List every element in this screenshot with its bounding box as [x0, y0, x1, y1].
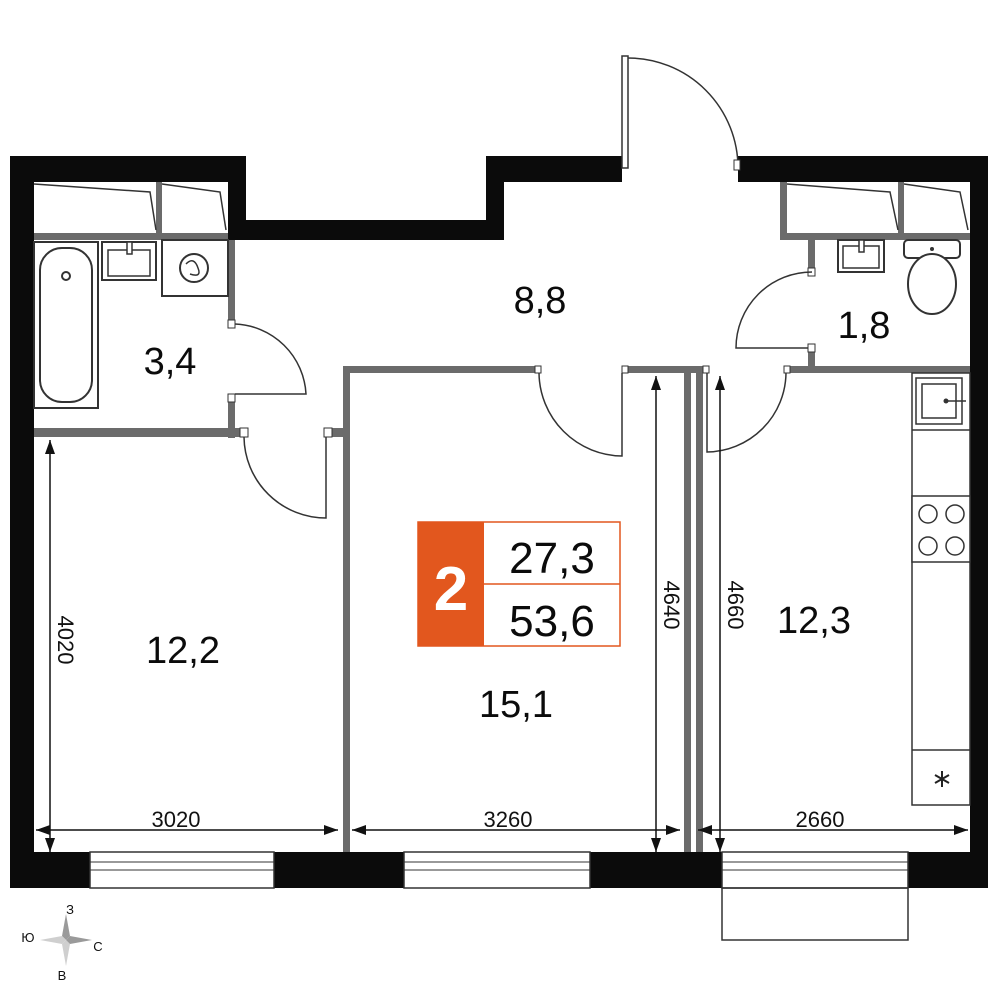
dim-living-depth: 4640: [659, 581, 684, 630]
window-kitchen: [721, 851, 909, 889]
toilet-door: [735, 267, 816, 353]
living-door: [534, 365, 629, 457]
windows: [89, 851, 909, 941]
dim-kitchen-depth: 4660: [723, 581, 748, 630]
badge-living-area: 27,3: [509, 534, 595, 583]
bathroom-sink: [101, 241, 157, 281]
toilet-bowl: [903, 239, 961, 315]
bathtub: [33, 241, 99, 409]
room-area-bedroom: 12,2: [146, 630, 220, 672]
snowflake-icon: [934, 771, 950, 787]
dim-kitchen-width: 2660: [796, 807, 845, 832]
kitchen-sink: [915, 377, 966, 425]
room-area-kitchen: 12,3: [777, 600, 851, 642]
compass-east: С: [93, 939, 102, 954]
room-area-toilet: 1,8: [838, 305, 891, 347]
dim-bedroom-width: 3020: [152, 807, 201, 832]
compass-west: Ю: [21, 930, 34, 945]
exterior-walls: [10, 156, 988, 888]
area-badge: 2 27,3 53,6: [417, 521, 621, 647]
washing-machine: [161, 239, 229, 297]
hob-icon: [911, 495, 971, 563]
room-area-hall: 8,8: [514, 280, 567, 322]
compass-icon: З В С Ю: [21, 902, 102, 983]
room-area-living: 15,1: [479, 684, 553, 726]
dim-bedroom-depth: 4020: [53, 616, 78, 665]
compass-south: В: [58, 968, 67, 983]
kitchen-door: [702, 365, 791, 453]
bathroom-door: [227, 319, 307, 403]
entrance-door: [621, 55, 741, 171]
interior-walls: [34, 182, 970, 852]
balcony: [721, 887, 909, 941]
wardrobes: [33, 183, 969, 231]
dimension-lines: [36, 376, 968, 852]
bedroom-door: [239, 427, 333, 519]
compass-north: З: [66, 902, 74, 917]
badge-rooms-count: 2: [434, 555, 468, 624]
window-living: [403, 851, 591, 889]
badge-total-area: 53,6: [509, 597, 595, 646]
window-bedroom: [89, 851, 275, 889]
toilet-sink: [837, 239, 885, 273]
kitchen-counter: [911, 372, 971, 806]
dim-living-width: 3260: [484, 807, 533, 832]
badge-rooms-box: [418, 522, 484, 646]
room-area-bathroom: 3,4: [144, 341, 197, 383]
